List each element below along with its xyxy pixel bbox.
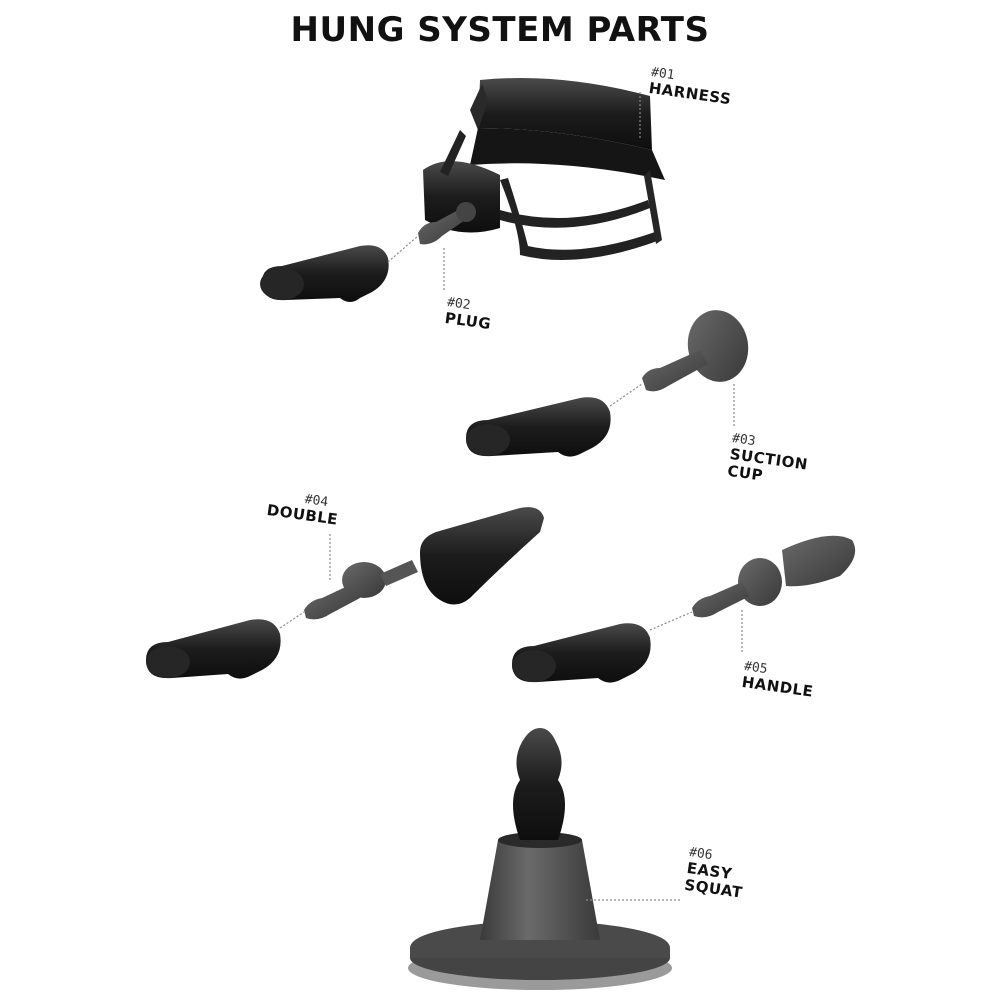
part-label-03: #03 SUCTION CUP — [726, 431, 810, 485]
dildo-part-05 — [512, 623, 651, 683]
double-part — [304, 507, 544, 620]
dildo-part-02 — [260, 245, 389, 302]
suction-cup-part — [642, 310, 749, 392]
easy-squat-part — [408, 728, 672, 990]
dildo-part-03 — [466, 397, 611, 457]
harness-part — [418, 78, 665, 260]
diagram-title: HUNG SYSTEM PARTS — [290, 10, 710, 50]
handle-part — [692, 535, 856, 618]
dildo-part-04 — [146, 619, 281, 679]
part-label-06: #06 EASY SQUAT — [683, 845, 744, 902]
part-label-02: #02 PLUG — [443, 295, 493, 334]
